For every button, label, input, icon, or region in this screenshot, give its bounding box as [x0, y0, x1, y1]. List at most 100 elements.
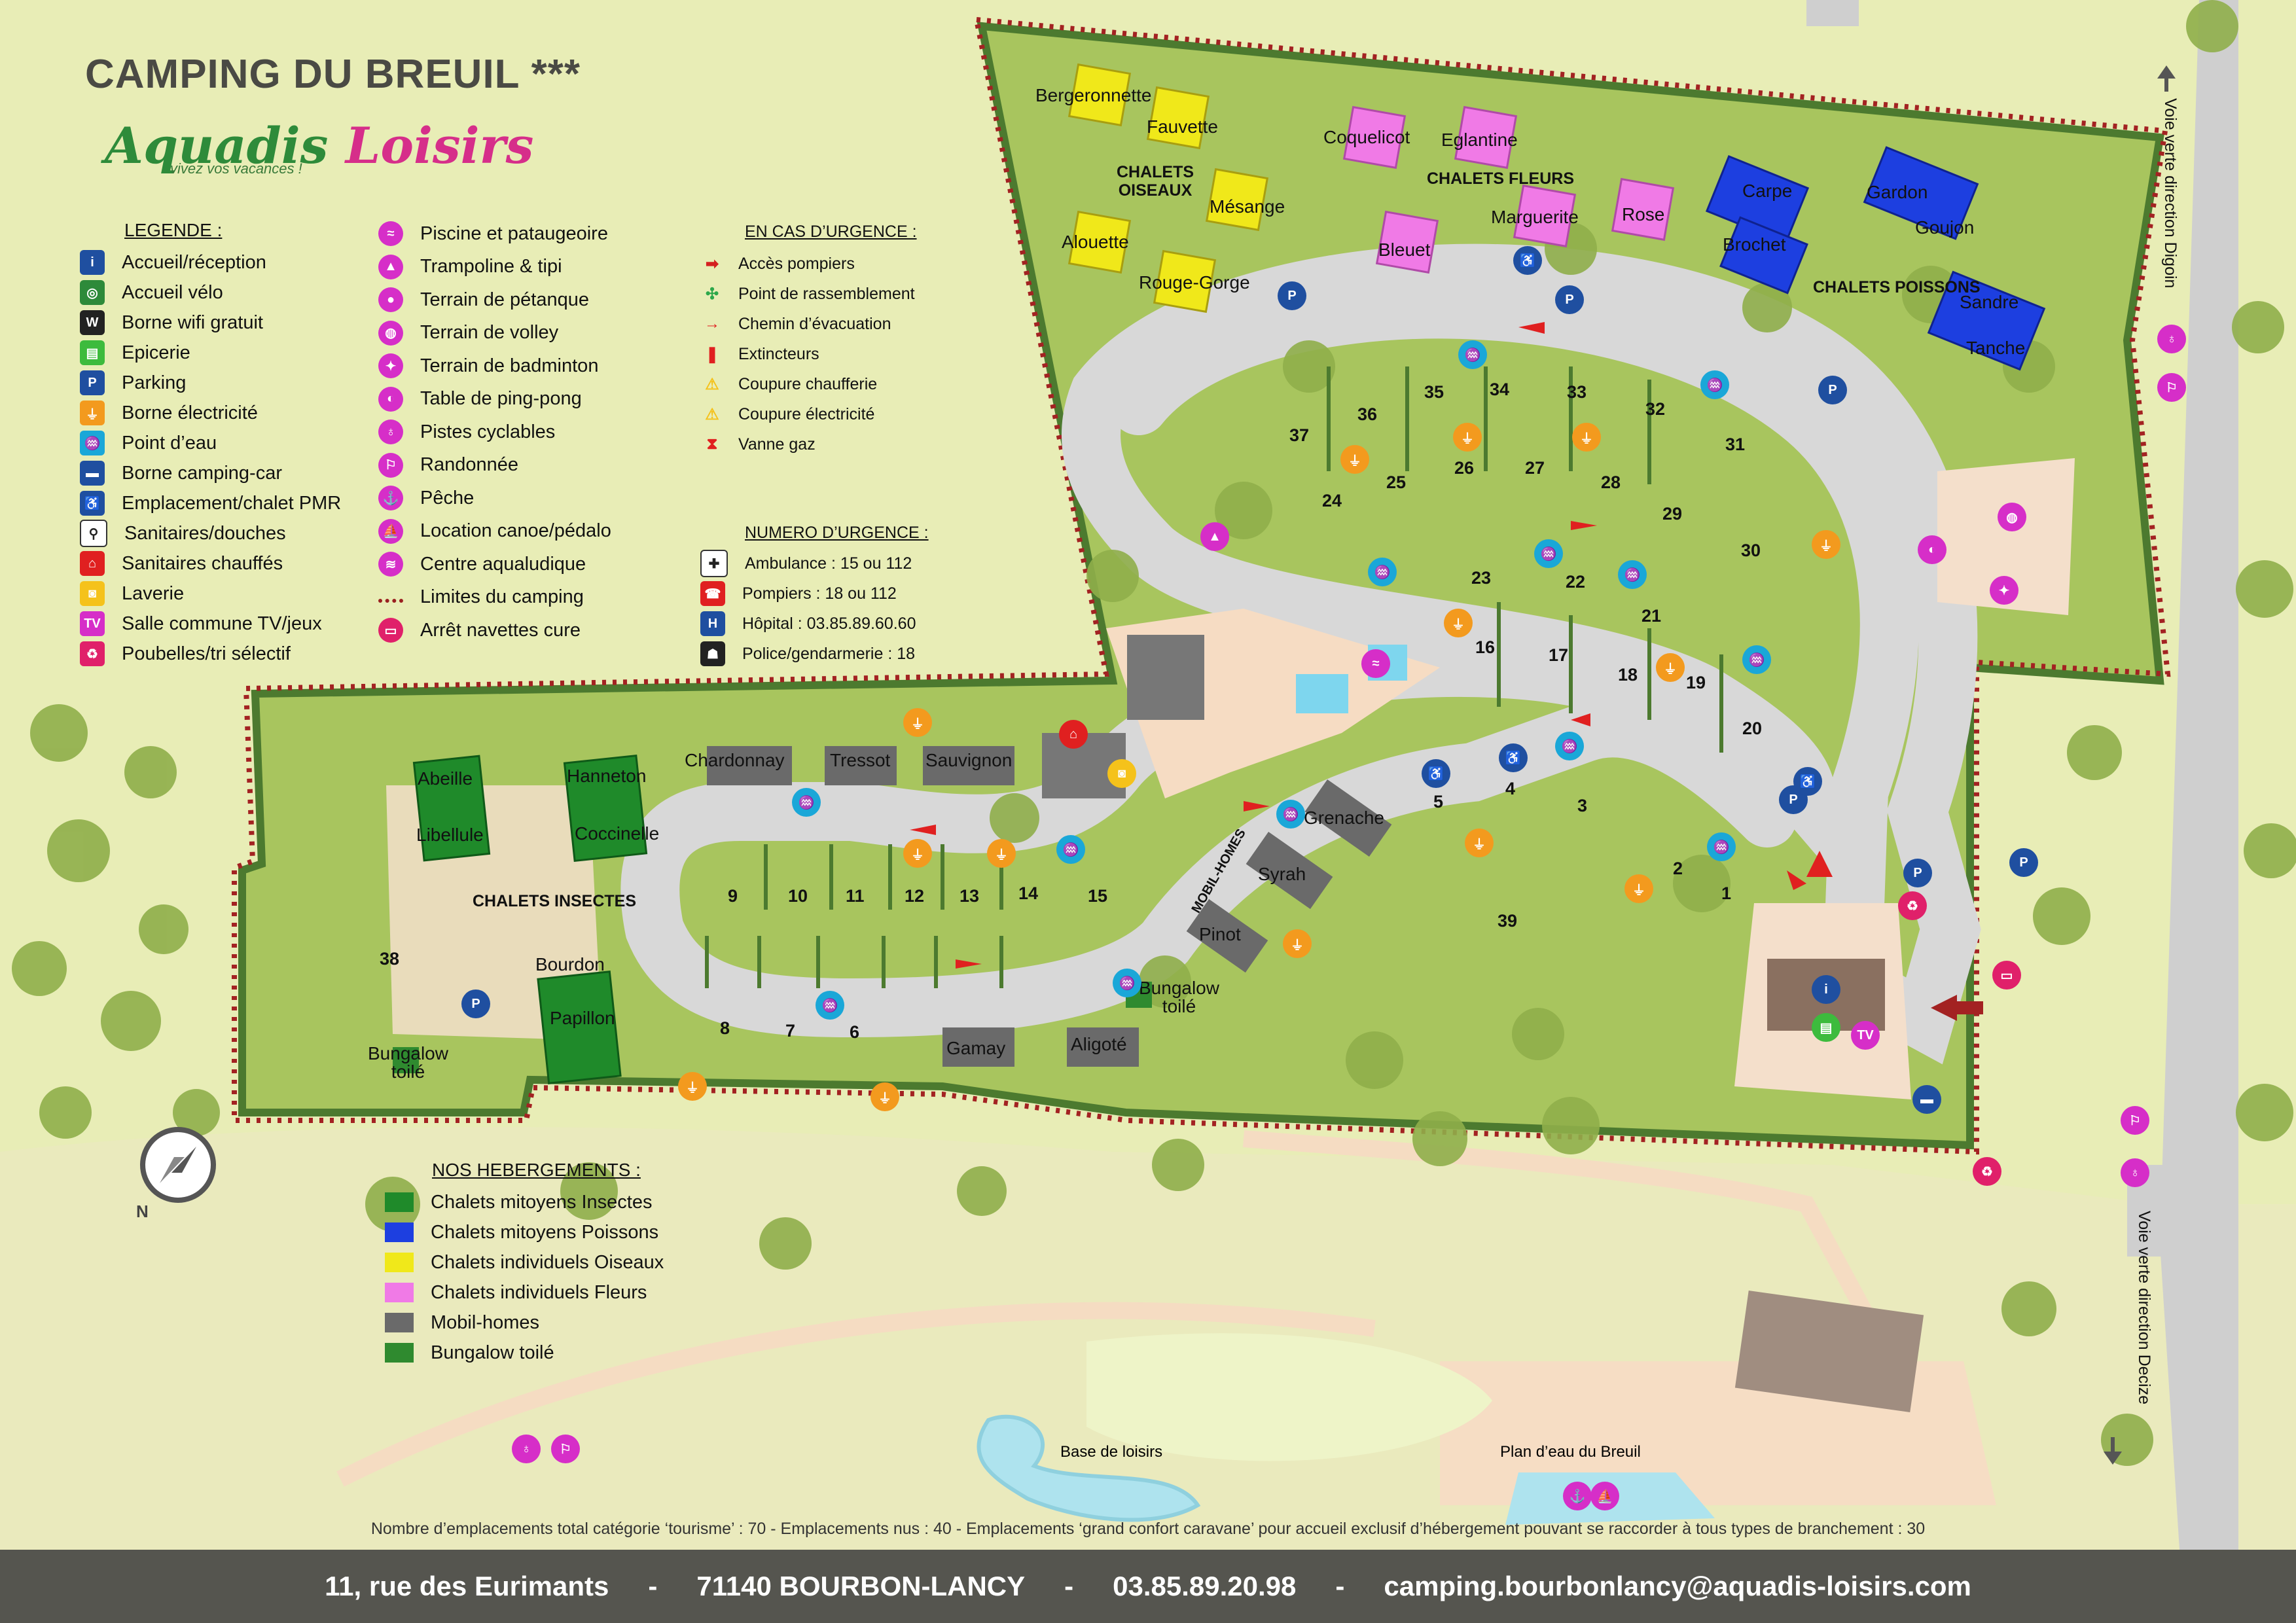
chalet-name-poissons[interactable]: Gardon	[1867, 182, 1928, 202]
pitch-number[interactable]: 13	[960, 886, 980, 906]
pitch-number[interactable]: 10	[788, 886, 808, 906]
hiking-icon[interactable]: ⚐	[551, 1435, 580, 1463]
camper-icon[interactable]: ▬	[1912, 1085, 1941, 1114]
electric-plug-icon[interactable]: ⏚	[1340, 445, 1369, 474]
chalet-name-mobilhomes[interactable]: Chardonnay	[685, 750, 785, 770]
chalet-name-insectes[interactable]: Hanneton	[567, 766, 647, 786]
pitch-number[interactable]: 31	[1725, 435, 1746, 454]
water-tap-icon[interactable]: ♒	[816, 991, 844, 1020]
heated-sanitary-icon[interactable]: ⌂	[1059, 720, 1088, 749]
chalet-name-insectes[interactable]: Abeille	[418, 768, 473, 789]
pitch-number[interactable]: 29	[1662, 504, 1683, 524]
chalet-name-poissons[interactable]: Goujon	[1915, 217, 1975, 238]
hiking-icon[interactable]: ⚐	[2157, 373, 2186, 402]
water-tap-icon[interactable]: ♒	[792, 788, 821, 817]
cycling-icon[interactable]: ♁	[512, 1435, 541, 1463]
water-tap-icon[interactable]: ♒	[1458, 340, 1487, 369]
chalet-name-oiseaux[interactable]: Alouette	[1062, 232, 1129, 252]
pitch-number[interactable]: 23	[1471, 568, 1492, 588]
cycling-icon[interactable]: ♁	[2157, 325, 2186, 353]
basket-icon[interactable]: ▤	[1812, 1013, 1840, 1042]
pitch-number[interactable]: 39	[1498, 911, 1518, 931]
cycling-icon[interactable]: ♁	[2121, 1158, 2149, 1187]
canoe-icon[interactable]: ⛵	[1590, 1482, 1619, 1510]
chalet-name-poissons[interactable]: Brochet	[1723, 234, 1786, 255]
water-tap-icon[interactable]: ♒	[1368, 558, 1397, 586]
chalet-name-mobilhomes[interactable]: Gamay	[946, 1038, 1006, 1058]
wheelchair-icon[interactable]: ♿	[1513, 246, 1542, 275]
chalet-name-mobilhomes[interactable]: Tressot	[830, 750, 891, 770]
electric-plug-icon[interactable]: ⏚	[678, 1072, 707, 1101]
pitch-number[interactable]: 19	[1686, 673, 1706, 692]
trampoline-tipi-icon[interactable]: ▲	[1200, 522, 1229, 551]
pitch-number[interactable]: 38	[380, 949, 400, 969]
shuttle-bus-icon[interactable]: ▭	[1992, 961, 2021, 990]
pitch-number[interactable]: 11	[846, 886, 865, 906]
electric-plug-icon[interactable]: ⏚	[1444, 609, 1473, 637]
electric-plug-icon[interactable]: ⏚	[1656, 653, 1685, 682]
wheelchair-icon[interactable]: ♿	[1793, 767, 1822, 796]
pitch-number[interactable]: 21	[1641, 606, 1662, 626]
chalet-name-fleurs[interactable]: Coquelicot	[1323, 127, 1410, 147]
chalet-name-mobilhomes[interactable]: Syrah	[1258, 864, 1306, 884]
water-tap-icon[interactable]: ♒	[1276, 800, 1305, 829]
pitch-number[interactable]: 22	[1566, 572, 1586, 592]
pitch-number[interactable]: 28	[1601, 473, 1621, 492]
hiking-icon[interactable]: ⚐	[2121, 1106, 2149, 1135]
electric-plug-icon[interactable]: ⏚	[903, 708, 932, 737]
pitch-number[interactable]: 5	[1433, 792, 1444, 812]
laundry-icon[interactable]: ◙	[1107, 759, 1136, 788]
parking-icon[interactable]: P	[1818, 376, 1847, 404]
chalet-name-mobilhomes[interactable]: Aligoté	[1071, 1034, 1127, 1054]
chalet-name-poissons[interactable]: Tanche	[1966, 338, 2026, 358]
pitch-number[interactable]: 8	[720, 1018, 730, 1038]
pitch-number[interactable]: 36	[1357, 404, 1378, 424]
footer-email[interactable]: camping.bourbonlancy@aquadis-loisirs.com	[1384, 1571, 1971, 1601]
electric-plug-icon[interactable]: ⏚	[1812, 530, 1840, 559]
chalet-name-oiseaux[interactable]: Rouge-Gorge	[1139, 272, 1250, 293]
pitch-number[interactable]: 1	[1721, 883, 1732, 903]
pitch-number[interactable]: 34	[1490, 380, 1510, 399]
electric-plug-icon[interactable]: ⏚	[1572, 423, 1601, 452]
chalet-name-oiseaux[interactable]: Mésange	[1210, 196, 1285, 217]
water-tap-icon[interactable]: ♒	[1618, 560, 1647, 589]
chalet-name-insectes[interactable]: Papillon	[550, 1008, 615, 1028]
water-tap-icon[interactable]: ♒	[1113, 969, 1141, 997]
pitch-number[interactable]: 25	[1386, 473, 1407, 492]
pitch-number[interactable]: 37	[1289, 425, 1310, 445]
chalet-name-insectes[interactable]: Coccinelle	[575, 823, 660, 844]
pitch-number[interactable]: 3	[1577, 796, 1588, 815]
parking-icon[interactable]: P	[461, 990, 490, 1018]
wheelchair-icon[interactable]: ♿	[1422, 759, 1450, 788]
water-tap-icon[interactable]: ♒	[1700, 370, 1729, 399]
chalet-name-mobilhomes[interactable]: Pinot	[1199, 924, 1241, 944]
chalet-name-insectes[interactable]: Bourdon	[535, 954, 605, 974]
chalet-name-mobilhomes[interactable]: Grenache	[1304, 808, 1384, 828]
pitch-number[interactable]: 7	[785, 1021, 796, 1041]
pitch-number[interactable]: 24	[1322, 491, 1342, 510]
chalet-name-oiseaux[interactable]: Bergeronnette	[1035, 85, 1152, 105]
water-tap-icon[interactable]: ♒	[1534, 539, 1563, 568]
chalet-name-insectes[interactable]: Libellule	[416, 825, 484, 845]
chalet-name-fleurs[interactable]: Bleuet	[1378, 240, 1431, 260]
pitch-number[interactable]: 4	[1505, 779, 1516, 798]
parking-icon[interactable]: P	[1903, 859, 1932, 887]
footer-phone[interactable]: 03.85.89.20.98	[1113, 1571, 1297, 1601]
pitch-number[interactable]: 9	[728, 886, 738, 906]
pitch-number[interactable]: 18	[1618, 665, 1638, 685]
recycle-bin-icon[interactable]: ♻	[1898, 891, 1927, 920]
parking-icon[interactable]: P	[1555, 285, 1584, 314]
chalet-name-mobilhomes[interactable]: Sauvignon	[925, 750, 1013, 770]
pitch-number[interactable]: 12	[905, 886, 925, 906]
pitch-number[interactable]: 35	[1424, 382, 1444, 402]
water-tap-icon[interactable]: ♒	[1056, 835, 1085, 864]
pitch-number[interactable]: 14	[1018, 883, 1039, 903]
pitch-number[interactable]: 2	[1673, 859, 1683, 878]
water-tap-icon[interactable]: ♒	[1707, 832, 1736, 861]
pitch-number[interactable]: 16	[1475, 637, 1496, 657]
chalet-name-oiseaux[interactable]: Fauvette	[1147, 116, 1218, 137]
parking-icon[interactable]: P	[1278, 281, 1306, 310]
badminton-icon[interactable]: ✦	[1990, 576, 2018, 605]
pitch-number[interactable]: 33	[1567, 382, 1587, 402]
recycle-bin-icon[interactable]: ♻	[1973, 1157, 2001, 1186]
